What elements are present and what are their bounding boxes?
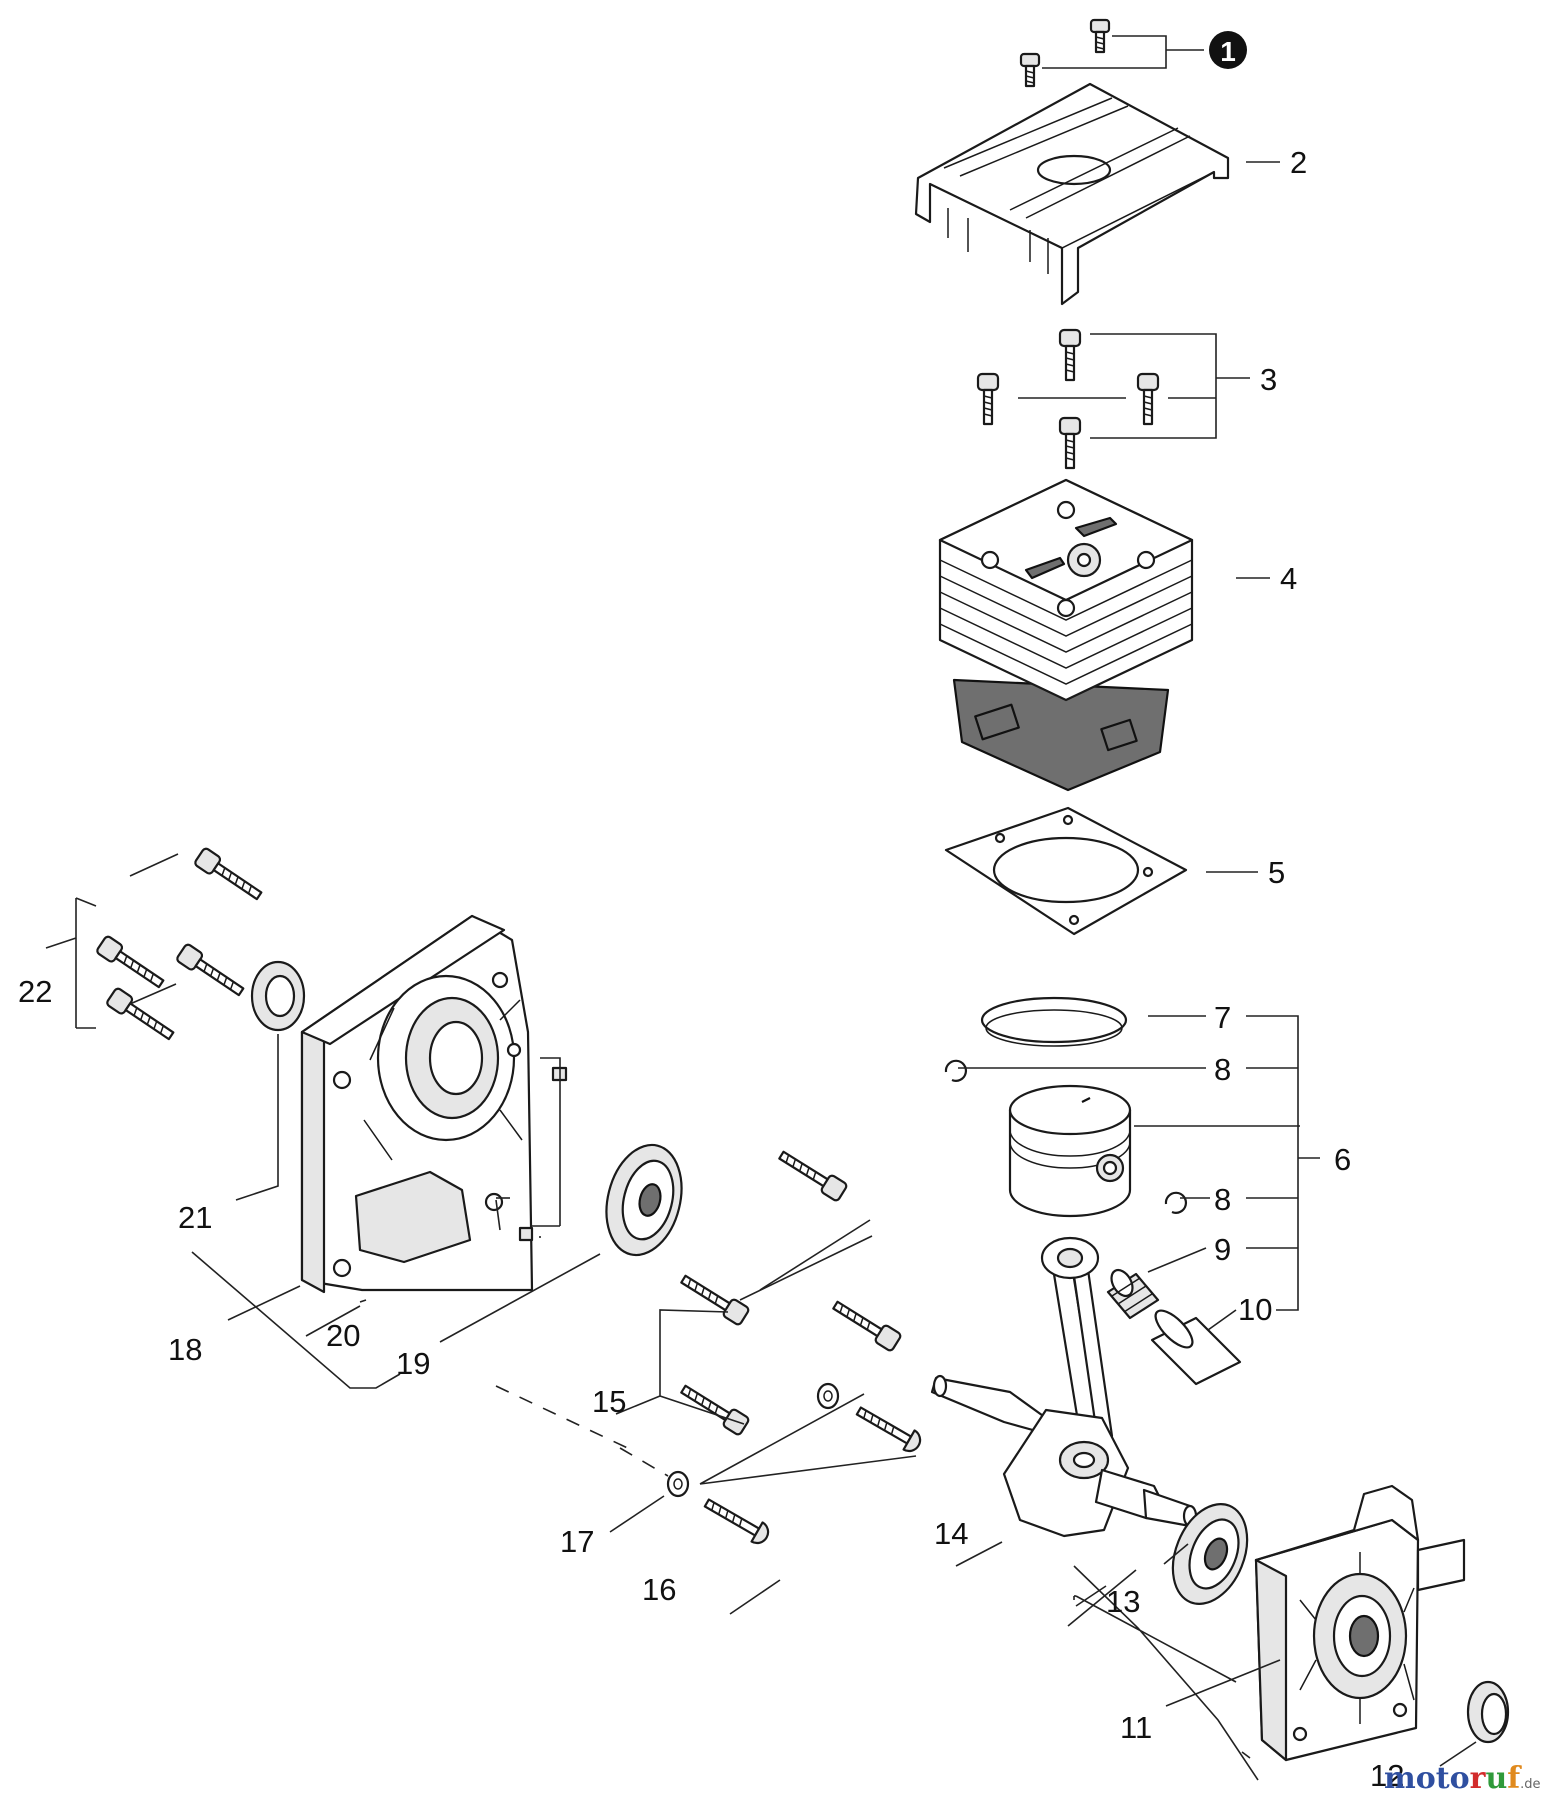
callout-14: 14 bbox=[934, 1516, 968, 1551]
callout-labels: 2 3 4 5 6 7 8 8 9 10 11 12 13 14 15 16 1… bbox=[18, 145, 1404, 1793]
callout-6: 6 bbox=[1334, 1142, 1351, 1177]
callout-9: 9 bbox=[1214, 1232, 1231, 1267]
needle-bearing bbox=[1106, 1268, 1160, 1320]
watermark-u: u bbox=[1485, 1761, 1507, 1796]
piston-ring bbox=[980, 996, 1128, 1047]
callout-21: 21 bbox=[178, 1200, 212, 1235]
callout-11: 11 bbox=[1120, 1710, 1152, 1745]
callout-3: 3 bbox=[1260, 362, 1277, 397]
watermark-r: r bbox=[1470, 1761, 1487, 1796]
callout-marker-1: 1 bbox=[1209, 31, 1247, 69]
callout-marker-label: 1 bbox=[1220, 36, 1236, 67]
callout-7: 7 bbox=[1214, 1000, 1231, 1035]
cylinder-cover bbox=[914, 82, 1230, 306]
left-bearing bbox=[605, 1143, 683, 1257]
callout-22: 22 bbox=[18, 974, 52, 1009]
pan-head-screws bbox=[703, 1406, 922, 1545]
callout-5: 5 bbox=[1268, 855, 1285, 890]
right-bearing bbox=[1171, 1503, 1249, 1605]
svg-text:motoruf.de: motoruf.de bbox=[1384, 1761, 1541, 1796]
callout-20: 20 bbox=[326, 1318, 360, 1353]
left-crankcase bbox=[300, 914, 568, 1294]
callout-19: 19 bbox=[396, 1346, 430, 1381]
top-cover-screws bbox=[1019, 18, 1111, 88]
callout-8-upper: 8 bbox=[1214, 1052, 1231, 1087]
piston bbox=[1008, 1084, 1132, 1218]
piston-clip-2 bbox=[1164, 1191, 1187, 1214]
callout-12: 12 bbox=[1370, 1758, 1404, 1793]
piston-clip bbox=[944, 1059, 967, 1082]
cylinder bbox=[938, 478, 1194, 792]
cylinder-gasket bbox=[944, 806, 1188, 936]
piston-pin bbox=[1150, 1309, 1242, 1386]
callout-4: 4 bbox=[1280, 561, 1297, 596]
motoruf-watermark: motoruf.de bbox=[1384, 1761, 1541, 1796]
crankshaft bbox=[930, 1236, 1198, 1538]
watermark-tld: .de bbox=[1520, 1777, 1540, 1792]
leader-lines bbox=[45, 161, 1477, 1781]
callout-13: 13 bbox=[1106, 1584, 1140, 1619]
right-oil-seal bbox=[1466, 1680, 1510, 1744]
left-crankcase-bolts bbox=[96, 847, 263, 1041]
crankcase-screws bbox=[680, 1150, 902, 1436]
left-oil-seal bbox=[250, 960, 306, 1032]
callout-2: 2 bbox=[1290, 145, 1307, 180]
callout-18: 18 bbox=[168, 1332, 202, 1367]
watermark-moto: moto bbox=[1384, 1761, 1470, 1796]
callout-10: 10 bbox=[1238, 1292, 1272, 1327]
callout-17: 17 bbox=[560, 1524, 594, 1559]
callout-16: 16 bbox=[642, 1572, 676, 1607]
callout-15: 15 bbox=[592, 1384, 626, 1419]
washers bbox=[666, 1382, 840, 1498]
right-crankcase bbox=[1254, 1484, 1466, 1762]
watermark-f: f bbox=[1507, 1761, 1522, 1796]
cylinder-bolts bbox=[976, 328, 1160, 470]
callout-8-lower: 8 bbox=[1214, 1182, 1231, 1217]
